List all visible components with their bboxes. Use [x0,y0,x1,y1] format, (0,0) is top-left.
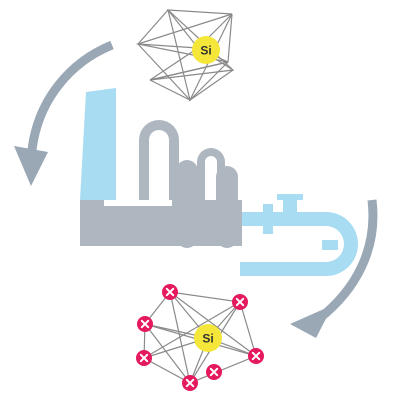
factory-base [80,200,172,246]
factory-pipe-joint [322,240,338,250]
bottom-silicon-molecule: Si [136,284,264,391]
top-silicon-atom [192,36,220,64]
factory-return-pipe [240,212,358,276]
x-mark-icon [182,375,198,391]
factory-plant-icon [80,88,358,276]
top-silicon-molecule: Si [135,9,235,102]
x-mark-icon [206,364,222,380]
x-mark-icon [137,316,153,332]
top-silicon-label: Si [200,44,211,58]
bottom-silicon-label: Si [202,332,213,346]
curved-arrow-right-down-icon [290,199,378,338]
factory-base-right [172,200,242,246]
factory-outlet-pipe [242,212,322,226]
x-mark-icon [136,350,152,366]
curved-arrow-left-down-icon [14,40,114,186]
x-mark-icon [232,294,248,310]
x-mark-icon [162,284,178,300]
x-mark-icon [248,348,264,364]
factory-pipe-arch-left [139,120,179,200]
bottom-silicon-atom [194,324,222,352]
factory-chimney [80,88,116,200]
factory-valve-handle [277,194,303,200]
factory-valve-flange [263,204,273,234]
factory-valve-stem [283,198,297,218]
